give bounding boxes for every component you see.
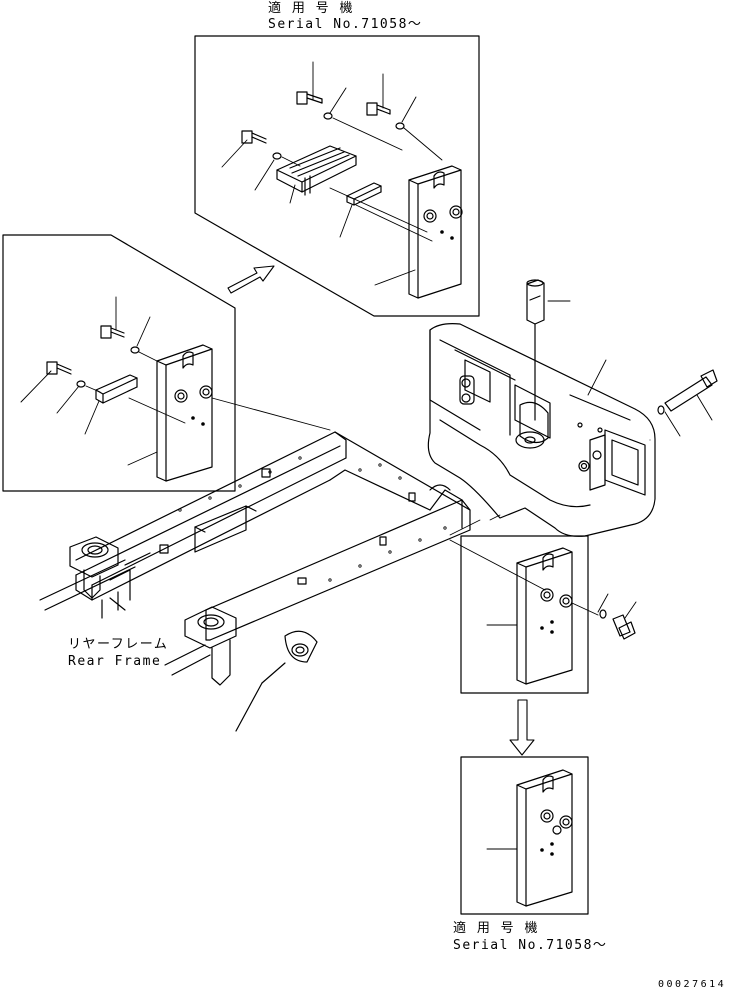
bracket-part — [276, 145, 357, 196]
washer-icon — [272, 152, 282, 160]
bottom-applicable-label: 適 用 号 機 — [453, 921, 539, 936]
counterweight-plate-left — [156, 344, 213, 482]
rear-frame-en-label: Rear Frame — [68, 654, 162, 669]
washer-icon — [657, 405, 665, 415]
right-detail-box-1 — [460, 535, 589, 694]
left-bracket-assembly — [20, 296, 331, 482]
bolt-icon — [366, 102, 391, 116]
shim-plate — [346, 182, 382, 206]
counterweight-plate-right-1 — [449, 539, 599, 685]
right-detail-box-2 — [460, 756, 589, 915]
bolt-icon — [664, 369, 718, 412]
bolt-icon — [46, 361, 72, 375]
direction-arrow-icon — [227, 265, 275, 294]
washer-icon — [76, 380, 86, 388]
drawing-number: 00027614 — [658, 979, 727, 988]
washer-icon — [130, 346, 140, 354]
lifting-pin — [526, 279, 545, 421]
bolt-icon — [296, 91, 323, 105]
tow-hitch — [284, 630, 318, 663]
top-serial-label: Serial No.71058～ — [268, 17, 423, 32]
washer-icon — [599, 609, 607, 619]
down-arrow-icon — [509, 699, 535, 756]
rear-frame — [39, 431, 471, 732]
mount-bracket-front — [184, 606, 237, 686]
counterweight — [427, 279, 718, 537]
washer-icon — [323, 112, 333, 120]
left-detail-box — [2, 234, 236, 492]
counterweight-plate-top — [408, 165, 463, 299]
top-bracket-assembly — [221, 61, 463, 299]
counterweight-plate-right-2 — [486, 769, 573, 907]
bolt-icon — [612, 614, 636, 640]
top-detail-box — [194, 35, 480, 317]
mount-bracket-left — [69, 536, 119, 599]
bolt-icon — [100, 325, 125, 339]
bolt-icon — [241, 130, 267, 144]
rear-frame-jp-label: リヤーフレーム — [68, 637, 169, 652]
shim-plate — [95, 374, 138, 404]
bottom-serial-label: Serial No.71058～ — [453, 938, 608, 953]
top-applicable-label: 適 用 号 機 — [268, 1, 354, 16]
washer-icon — [395, 122, 405, 130]
